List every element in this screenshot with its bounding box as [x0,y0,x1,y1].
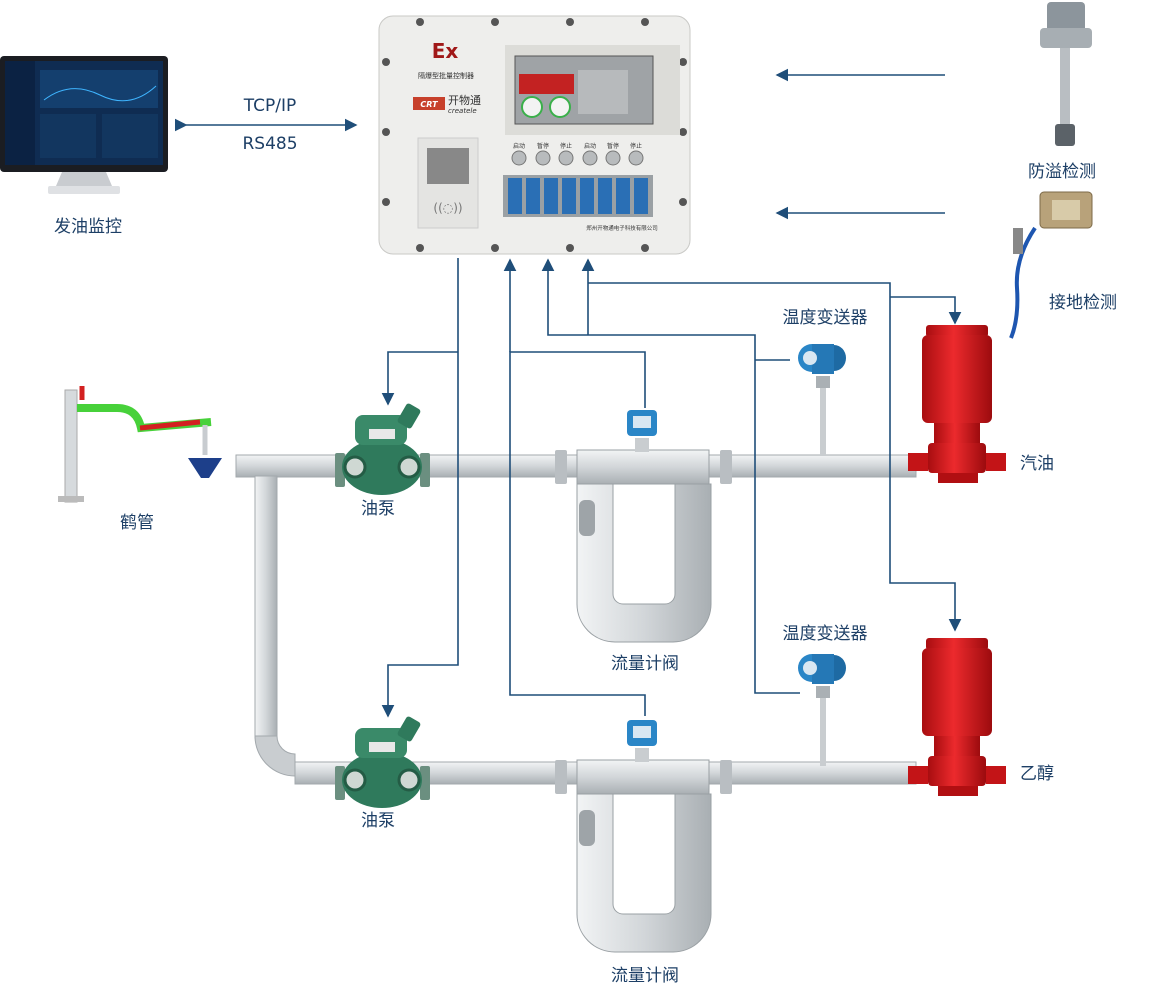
ex-mark: Ex [432,39,459,63]
loading-arm-label: 鹤管 [120,513,154,533]
control-buttons: 启动 暂停 停止 启动 暂停 停止 [511,142,644,166]
brand-en: createle [448,107,477,115]
svg-text:启动: 启动 [584,142,596,150]
overflow-sensor [1040,2,1092,146]
pause-button[interactable] [605,150,621,166]
signal-lines [381,258,962,718]
stop-button[interactable] [628,150,644,166]
flowmeter-top-label: 流量计阀 [611,654,679,674]
tcp-label: TCP/IP [243,96,297,116]
grounding-label: 接地检测 [1049,293,1117,313]
ethanol-label: 乙醇 [1020,764,1054,784]
pump-bottom-label: 油泵 [361,811,395,831]
svg-text:停止: 停止 [630,142,642,150]
temp-bottom-label: 温度变送器 [783,624,868,644]
rs485-label: RS485 [242,134,297,154]
gasoline-pump [908,325,1006,483]
terminal-block [503,175,653,217]
temp-transmitter-top [798,344,846,456]
stop-button[interactable] [558,150,574,166]
temp-top-label: 温度变送器 [783,308,868,328]
loading-arm [58,386,222,503]
pipeline [235,454,917,785]
flowmeter-bottom [554,719,733,953]
svg-text:停止: 停止 [560,142,572,150]
pause-button[interactable] [535,150,551,166]
monitor-label: 发油监控 [54,217,122,237]
flowmeter-top [554,409,733,643]
start-button[interactable] [511,150,527,166]
grounding-detector [1009,191,1093,339]
temp-transmitter-bottom [798,654,846,766]
company-name: 郑州开物通电子科技有限公司 [586,224,658,232]
gasoline-label: 汽油 [1020,454,1054,474]
pump-top-label: 油泵 [361,499,395,519]
oil-pump-top [333,400,432,497]
svg-text:((◌)): ((◌)) [433,201,462,215]
svg-text:暂停: 暂停 [607,142,619,150]
start-button[interactable] [582,150,598,166]
monitor-computer [0,56,168,194]
svg-text:暂停: 暂停 [537,142,549,150]
ethanol-pump [908,638,1006,796]
flowmeter-bottom-label: 流量计阀 [611,966,679,985]
batch-controller: Ex 隔爆型批量控制器 CRT 开物通 createle ((◌)) 启动 暂停… [378,15,691,255]
truck-image [519,74,574,94]
svg-text:启动: 启动 [513,142,525,150]
controller-title: 隔爆型批量控制器 [418,71,474,80]
brand-badge: CRT [420,100,438,109]
brand-cn: 开物通 [448,93,481,107]
overflow-label: 防溢检测 [1028,162,1096,182]
